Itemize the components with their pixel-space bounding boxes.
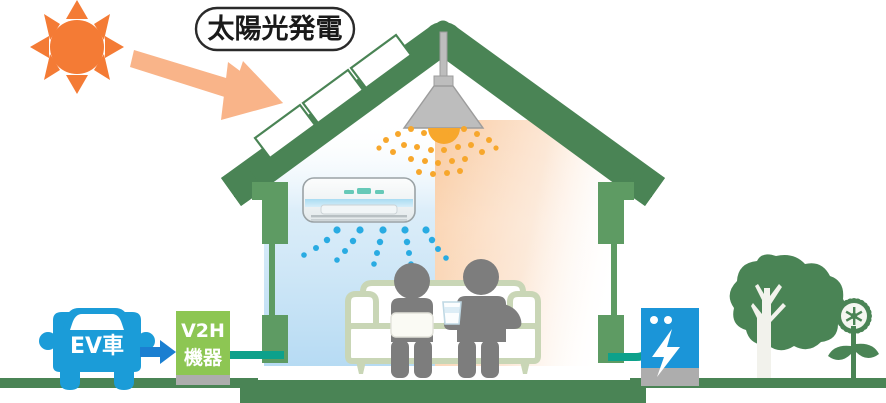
sunflower-center-detail — [845, 307, 863, 325]
sofa-leg — [356, 361, 366, 374]
v2h-label-line2: 機器 — [184, 346, 223, 369]
sunflower-leaf — [828, 345, 851, 361]
glass-liquid — [444, 307, 460, 313]
sun-ray — [44, 54, 60, 80]
sunflower-leaf — [856, 343, 879, 359]
ac-vent-flap — [320, 204, 398, 215]
solar-panel-cell — [301, 68, 365, 125]
sofa-seat — [345, 323, 541, 364]
ac-indicator — [357, 188, 371, 194]
lamp-collar — [433, 75, 454, 87]
tree-crown — [729, 254, 847, 351]
sun-ray — [105, 36, 124, 58]
sunflower-icon — [828, 298, 879, 378]
solar-panel-cell — [253, 103, 317, 160]
person-leg — [458, 340, 476, 378]
cable-left-joint — [258, 351, 284, 359]
person-right — [442, 259, 522, 378]
person-head — [463, 259, 499, 295]
solar-panel-cell — [349, 33, 413, 90]
house-left-wall — [252, 182, 288, 403]
ac-light-band — [305, 199, 413, 207]
battery-led — [650, 316, 658, 324]
v2h-box — [176, 311, 230, 375]
v2h-base — [176, 375, 230, 385]
electric-car-icon[interactable]: EV車 — [39, 308, 155, 390]
solar-label-badge: 太陽光発電 — [194, 6, 356, 52]
house-floor-slab — [240, 378, 646, 403]
person-left — [390, 263, 434, 378]
ac-indicator — [375, 190, 384, 194]
person-leg — [414, 340, 432, 378]
left-wall-foot — [252, 380, 288, 403]
battery-led — [664, 316, 672, 324]
sun-ray — [66, 0, 88, 19]
v2h-device-icon[interactable]: V2H 機器 — [176, 311, 230, 385]
sun-ray — [30, 36, 49, 58]
sun-ray — [94, 54, 110, 80]
right-wall-foot — [598, 380, 634, 403]
battery-storage-icon — [641, 308, 699, 386]
sun-ray — [94, 14, 110, 40]
right-wall-top-block — [598, 182, 624, 244]
arrow-shaft — [130, 50, 236, 99]
ac-louver — [311, 219, 407, 221]
cushion-icon — [390, 312, 434, 338]
sun-disc — [50, 20, 104, 74]
ac-louver — [311, 215, 407, 218]
lamp-shade — [402, 85, 485, 129]
car-wheel — [60, 372, 80, 390]
cable-left-segment — [222, 351, 272, 359]
right-wall-column — [611, 244, 617, 320]
sun-icon — [30, 0, 124, 94]
person-torso — [457, 296, 506, 342]
car-wheel — [114, 372, 134, 390]
lightning-bolt-icon — [652, 329, 680, 377]
tree-trunk — [751, 284, 786, 378]
solar-panel-icon — [253, 33, 413, 160]
pendant-lamp-icon — [402, 31, 485, 144]
sun-ray — [66, 75, 88, 94]
arrow-head — [221, 62, 283, 120]
right-arrow-icon — [140, 340, 176, 364]
sunflower-stem — [851, 326, 856, 378]
sofa-leg — [520, 361, 530, 374]
left-wall-top-block — [262, 182, 288, 244]
battery-base — [641, 368, 699, 386]
air-conditioner-icon — [302, 177, 416, 223]
tree-icon — [729, 254, 847, 378]
floor-inner-gap — [258, 366, 630, 380]
ac-indicator — [344, 190, 354, 194]
power-cable-left — [222, 351, 284, 359]
lamp-rod — [439, 31, 448, 81]
cool-air-dots-icon — [301, 226, 449, 267]
ev-car-label: EV車 — [70, 334, 124, 359]
left-wall-column — [269, 244, 275, 320]
sun-ray — [44, 14, 60, 40]
sunlight-arrow-icon — [130, 50, 283, 120]
car-windshield — [70, 314, 124, 330]
person-arm-right — [504, 304, 522, 329]
warm-light-dots-icon — [376, 126, 499, 177]
house-right-wall — [598, 182, 634, 403]
person-head — [394, 263, 430, 299]
arrow-ev-to-v2h — [140, 340, 176, 364]
person-leg — [391, 340, 409, 378]
person-leg — [481, 340, 499, 378]
badge-pill — [194, 6, 356, 52]
badge-label: 太陽光発電 — [208, 14, 343, 45]
v2h-label-line1: V2H — [181, 320, 225, 342]
